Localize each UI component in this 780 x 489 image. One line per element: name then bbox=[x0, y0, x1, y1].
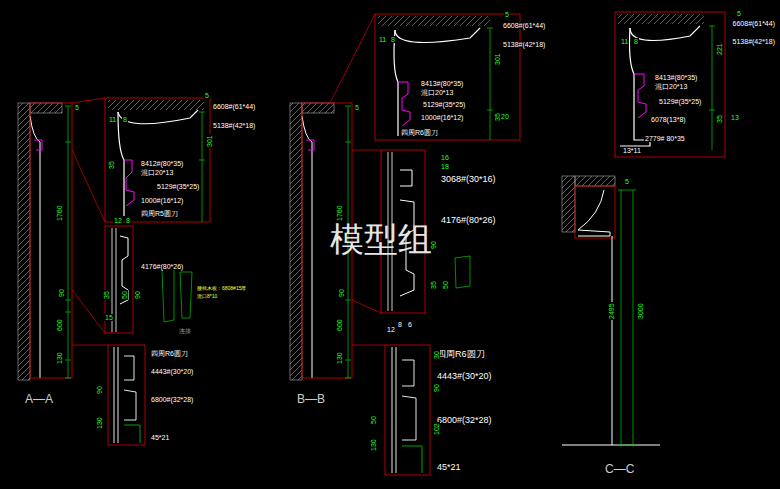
callout-text: 四周R5圆刀 bbox=[140, 210, 179, 217]
callout-text: 4176#(80*26) bbox=[140, 263, 184, 270]
callout-text: 混口20*13 bbox=[420, 89, 454, 96]
dimension-text: 18 bbox=[440, 163, 450, 170]
dimension-text: 5 bbox=[74, 104, 80, 111]
dimension-text: 90 bbox=[58, 288, 65, 298]
callout-text: C—C bbox=[604, 463, 635, 475]
callout-text: 连接 bbox=[178, 328, 192, 334]
callout-text: A—A bbox=[24, 393, 54, 405]
dimension-text: 11 bbox=[378, 36, 387, 43]
dimension-text: 50 bbox=[442, 280, 449, 290]
callout-text: 混口20*13 bbox=[140, 169, 174, 176]
callout-text: 6608#(61*44) bbox=[502, 22, 546, 29]
callout-text: 5138#(42*18) bbox=[502, 41, 546, 48]
callout-text: 四周R6圆刀 bbox=[436, 350, 486, 359]
dimension-text: 301 bbox=[494, 52, 501, 66]
callout-text: 6800#(32*28) bbox=[150, 396, 194, 403]
watermark: 模型组 bbox=[330, 222, 432, 256]
dimension-text: 3000 bbox=[637, 302, 644, 320]
callout-text: 6078(13*8) bbox=[650, 116, 687, 123]
dimension-text: 2495 bbox=[608, 302, 615, 320]
callout-text: 8413#(80*35) bbox=[654, 74, 698, 81]
callout-text: 四周R6圆刀 bbox=[400, 129, 439, 136]
callout-text: 1000#(16*12) bbox=[420, 114, 464, 121]
dimension-text: 90 bbox=[433, 383, 440, 393]
dimension-text: 8 bbox=[633, 38, 639, 45]
dimension-text: 11 bbox=[108, 116, 117, 123]
callout-text: 3068#(30*16) bbox=[440, 175, 497, 184]
dimension-text: 35 bbox=[430, 280, 437, 290]
callout-text: 8 bbox=[397, 321, 403, 328]
callout-text: 45*21 bbox=[436, 463, 462, 472]
callout-text: 5129#(35*25) bbox=[422, 101, 466, 108]
callout-text: 6800#(32*28) bbox=[436, 416, 493, 425]
dimension-text: 50 bbox=[121, 290, 128, 300]
callout-text: 1000#(16*12) bbox=[140, 197, 184, 204]
callout-text: 4443#(30*20) bbox=[436, 372, 493, 381]
dimension-text: 5 bbox=[504, 11, 510, 18]
dimension-text: 600 bbox=[336, 318, 343, 332]
callout-text: 混口20*13 bbox=[654, 83, 688, 90]
callout-text: 13*11 bbox=[622, 147, 642, 154]
callout-text: B—B bbox=[296, 393, 326, 405]
callout-text: 2779# 80*35 bbox=[644, 135, 686, 142]
callout-text: 5138#(42*18) bbox=[212, 122, 256, 129]
dimension-text: 11 bbox=[620, 38, 629, 45]
dimension-text: 8 bbox=[122, 116, 128, 123]
callout-text: 6608#(61*44) bbox=[732, 20, 776, 27]
callout-text: 4176#(80*26) bbox=[440, 216, 497, 225]
dimension-text: 35 bbox=[103, 290, 110, 300]
callout-text: 6608#(61*44) bbox=[212, 103, 256, 110]
dimension-text: 130 bbox=[336, 351, 343, 365]
callout-text: 5138#(42*18) bbox=[732, 38, 776, 45]
dimension-text: 130 bbox=[56, 351, 63, 365]
dimension-text: 102 bbox=[433, 422, 440, 436]
dimension-text: 1760 bbox=[336, 204, 343, 222]
dimension-text: 130 bbox=[96, 416, 103, 430]
dimension-text: 35 bbox=[716, 114, 723, 124]
callout-text: 四周R6圆刀 bbox=[150, 350, 189, 357]
dimension-text: 50 bbox=[370, 415, 377, 425]
callout-text: 5129#(35*25) bbox=[658, 98, 702, 105]
dimension-text: 301 bbox=[206, 134, 213, 148]
callout-text: 8413#(80*35) bbox=[420, 80, 464, 87]
dimension-text: 13 bbox=[730, 114, 740, 121]
dimension-text: 20 bbox=[500, 113, 510, 120]
dimension-text: 15 bbox=[104, 314, 114, 321]
dimension-text: 221 bbox=[716, 42, 723, 56]
dimension-text: 90 bbox=[338, 288, 345, 298]
callout-text: 8412#(80*35) bbox=[140, 160, 184, 167]
callout-text: 4443#(30*20) bbox=[150, 368, 194, 375]
dimension-text: 5 bbox=[736, 10, 742, 17]
callout-text: 6 bbox=[407, 321, 413, 328]
dimension-text: 35 bbox=[108, 160, 115, 170]
callout-text: 腰线木板：6808#15厚 bbox=[196, 286, 247, 291]
dimension-text: 90 bbox=[96, 385, 103, 395]
dimension-text: 8 bbox=[125, 217, 131, 224]
callout-text: 混口8*10 bbox=[196, 294, 218, 299]
dimension-text: 600 bbox=[56, 318, 63, 332]
callout-text: 5129#(35*25) bbox=[156, 183, 200, 190]
dimension-text: 12 bbox=[113, 217, 123, 224]
dimension-text: 90 bbox=[134, 290, 141, 300]
dimension-text: 8 bbox=[390, 36, 396, 43]
callout-text: 45*21 bbox=[150, 434, 170, 441]
dimension-text: 5 bbox=[624, 178, 630, 185]
dimension-text: 30 bbox=[433, 350, 440, 360]
dimension-text: 5 bbox=[204, 92, 210, 99]
dimension-text: 130 bbox=[370, 438, 377, 452]
dimension-text: 16 bbox=[440, 154, 450, 161]
dimension-text: 5 bbox=[354, 104, 360, 111]
callout-text: 12 bbox=[386, 326, 396, 333]
dimension-text: 1760 bbox=[56, 204, 63, 222]
